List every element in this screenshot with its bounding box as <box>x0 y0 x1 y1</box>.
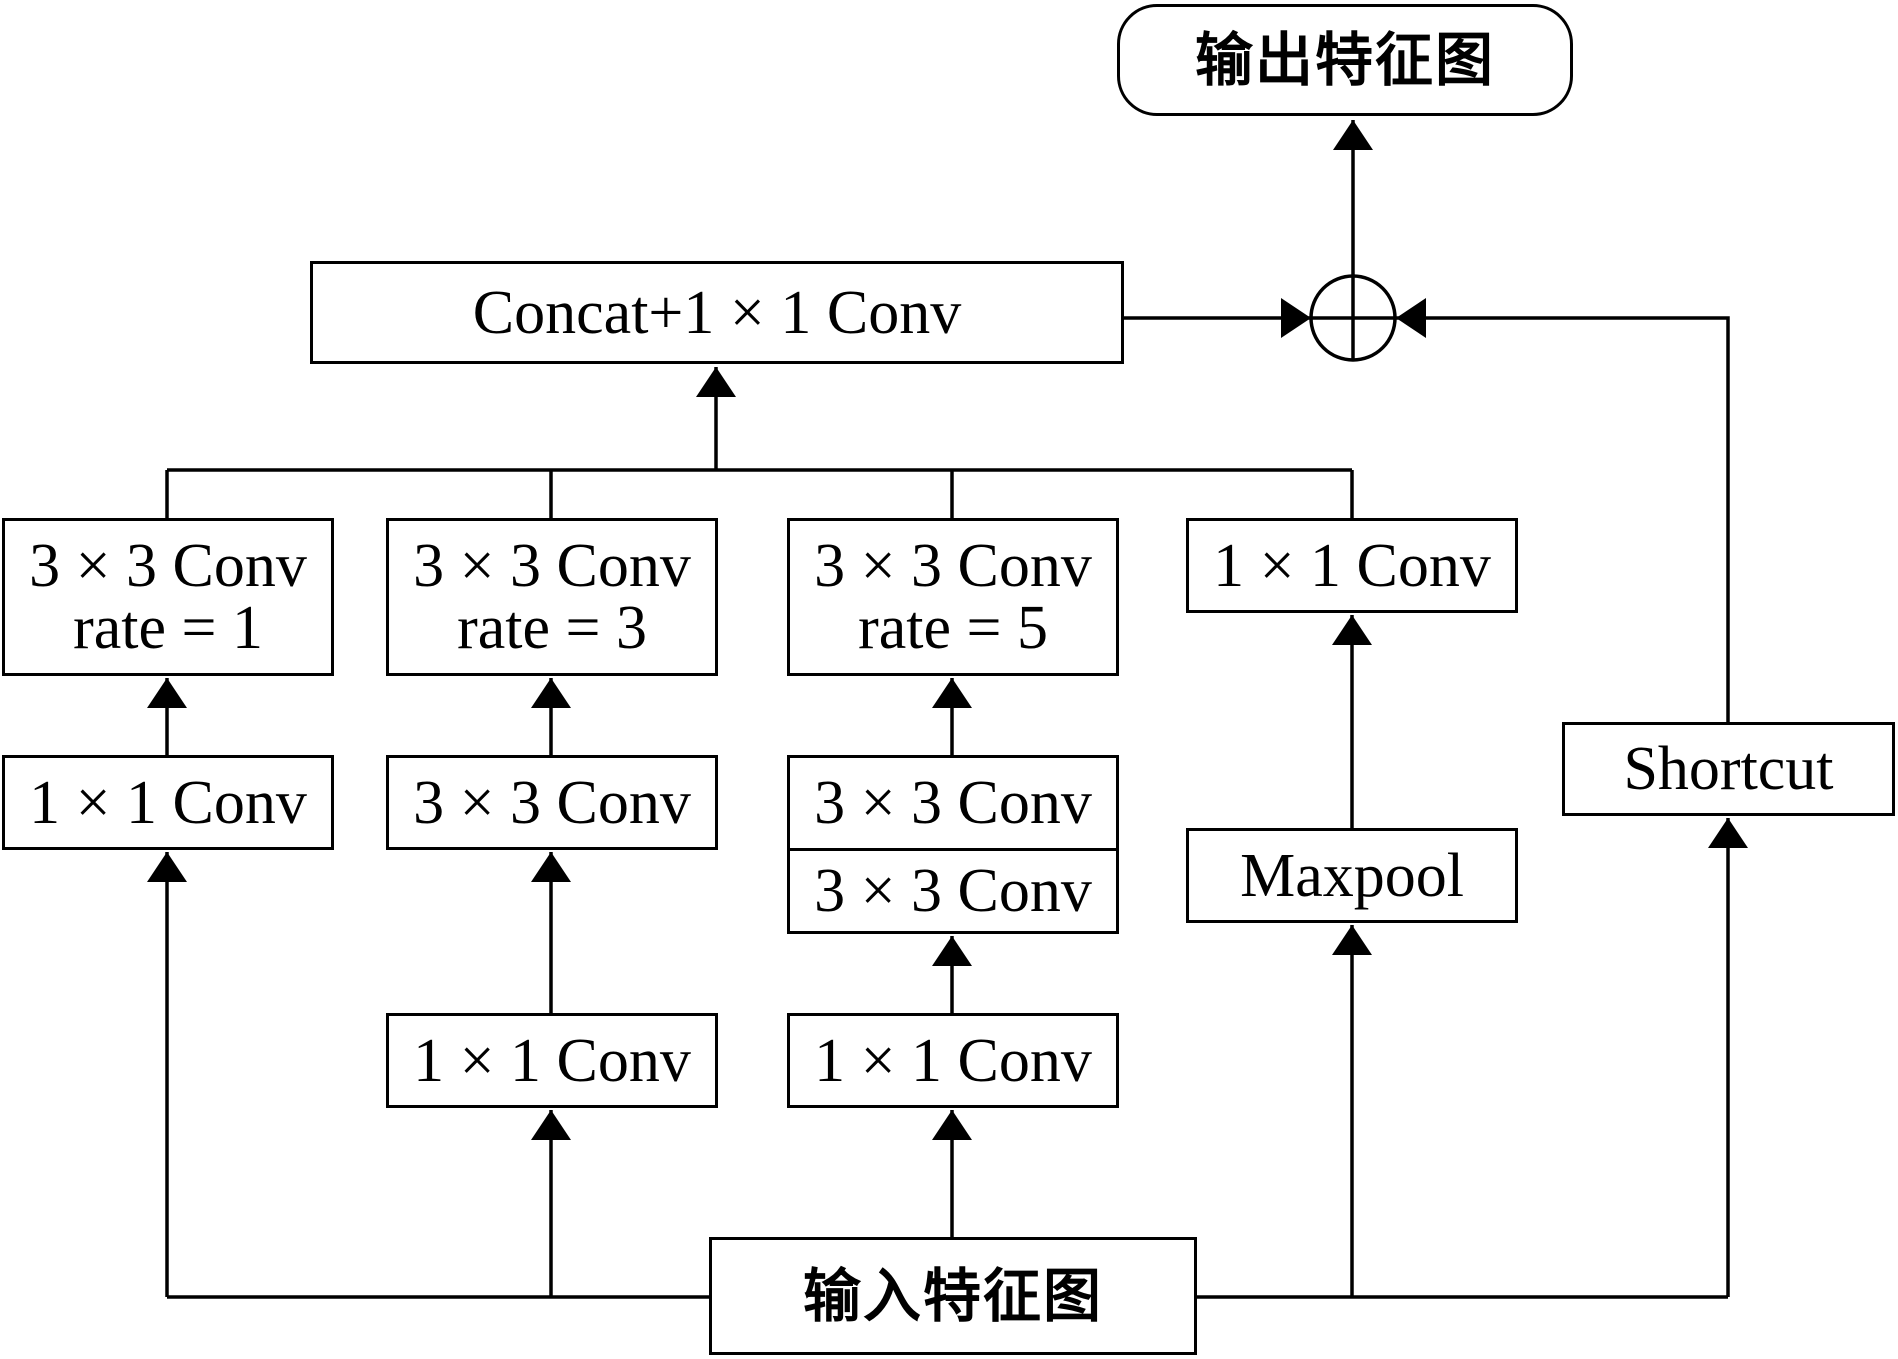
branch3-rate-label: rate = 5 <box>858 594 1048 662</box>
branch1-conv-label: 3 × 3 Conv <box>29 532 307 600</box>
arrow-shortcut-to-sum <box>1396 298 1730 722</box>
branch2-pointwise-conv-node: 1 × 1 Conv <box>386 1013 718 1108</box>
sum-node-icon <box>1309 274 1397 362</box>
output-feature-map-node: 输出特征图 <box>1117 4 1573 116</box>
branch2-pointwise-label: 1 × 1 Conv <box>413 1026 691 1095</box>
branch3-pointwise-conv-node: 1 × 1 Conv <box>787 1013 1119 1108</box>
branch3-conv-b-label: 3 × 3 Conv <box>814 857 1092 925</box>
shortcut-node: Shortcut <box>1562 722 1895 816</box>
input-label: 输入特征图 <box>802 1262 1103 1330</box>
output-label: 输出特征图 <box>1194 26 1495 94</box>
branch4-pointwise-label: 1 × 1 Conv <box>1213 531 1491 600</box>
shortcut-label: Shortcut <box>1623 735 1834 803</box>
branch4-pointwise-conv-node: 1 × 1 Conv <box>1186 518 1518 613</box>
branch3-conv-label: 3 × 3 Conv <box>814 532 1092 600</box>
branch4-maxpool-label: Maxpool <box>1240 841 1464 910</box>
branch1-rate-label: rate = 1 <box>73 594 263 662</box>
input-feature-map-node: 输入特征图 <box>709 1237 1197 1355</box>
branch1-pointwise-conv-node: 1 × 1 Conv <box>2 755 334 850</box>
branch3-pointwise-label: 1 × 1 Conv <box>814 1026 1092 1095</box>
concat-conv-node: Concat+1 × 1 Conv <box>310 261 1124 364</box>
branch1-pointwise-label: 1 × 1 Conv <box>29 768 307 837</box>
branch2-conv-label: 3 × 3 Conv <box>413 532 691 600</box>
branch3-conv-a-label: 3 × 3 Conv <box>814 769 1092 837</box>
concat-label: Concat+1 × 1 Conv <box>472 278 962 347</box>
branch3-atrous-conv-node: 3 × 3 Conv rate = 5 <box>787 518 1119 676</box>
branch2-atrous-conv-node: 3 × 3 Conv rate = 3 <box>386 518 718 676</box>
branch4-maxpool-node: Maxpool <box>1186 828 1518 923</box>
branch2-conv-node: 3 × 3 Conv <box>386 755 718 850</box>
branch3-conv-node-b: 3 × 3 Conv <box>787 851 1119 934</box>
branch3-conv-node-a: 3 × 3 Conv <box>787 755 1119 851</box>
branch2-rate-label: rate = 3 <box>457 594 647 662</box>
branch2-conv-mid-label: 3 × 3 Conv <box>413 768 691 837</box>
branch1-atrous-conv-node: 3 × 3 Conv rate = 1 <box>2 518 334 676</box>
